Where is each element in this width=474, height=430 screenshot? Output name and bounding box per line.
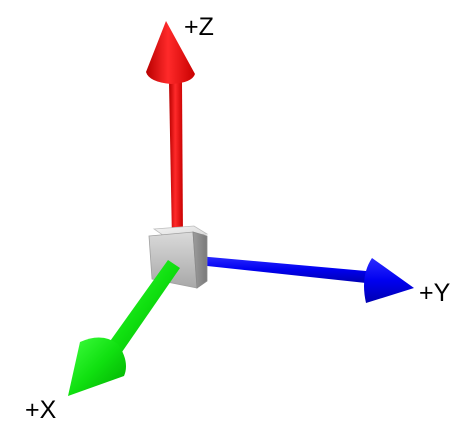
x-axis-shaft [108, 260, 180, 352]
z-axis [146, 21, 195, 240]
x-axis-arrowhead [68, 337, 126, 396]
z-axis-shaft [169, 82, 183, 240]
x-axis-label: +X [25, 396, 57, 424]
y-axis [198, 256, 414, 303]
x-axis [68, 260, 180, 396]
y-axis-arrowhead [364, 258, 414, 303]
origin-cube-side [192, 231, 208, 289]
y-axis-label: +Y [419, 279, 451, 307]
y-axis-shaft [198, 256, 366, 283]
z-axis-label: +Z [184, 13, 214, 41]
z-axis-arrowhead [146, 21, 195, 84]
